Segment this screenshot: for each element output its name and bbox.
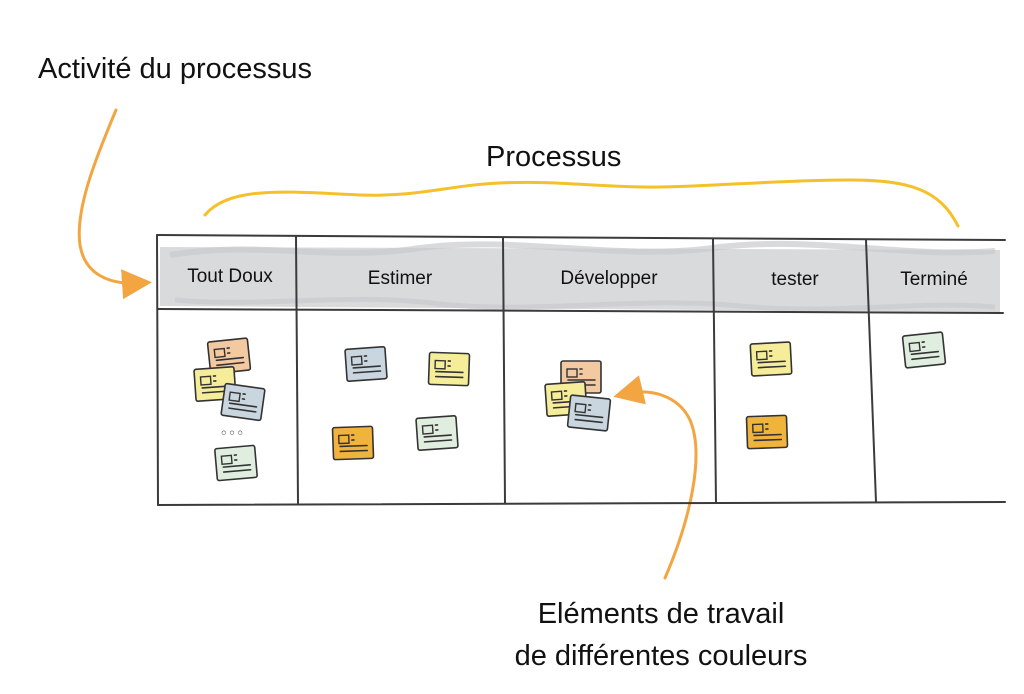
header-band: [160, 247, 1000, 312]
work-item-card-icon-1-1: [427, 351, 471, 387]
column-title-estimate: Estimer: [368, 268, 433, 289]
process-label: Processus: [486, 141, 622, 173]
work-item-card-icon-1-2: [331, 425, 375, 461]
cards-layer: [193, 331, 947, 482]
column-title-develop: Développer: [560, 268, 658, 289]
activity-arrow-icon: [77, 108, 152, 300]
work-items-label: Eléments de travail de différentes coule…: [470, 593, 852, 677]
work-item-card-icon-3-0: [749, 341, 793, 377]
work-item-card-icon-0-2: [220, 382, 266, 422]
work-item-card-icon-1-0: [344, 345, 388, 383]
work-item-card-icon-0-3: [214, 444, 258, 482]
column-title-todo: Tout Doux: [187, 266, 273, 287]
work-items-arrow-icon: [613, 375, 698, 580]
work-item-card-icon-4-0: [901, 331, 947, 369]
process-brace-icon: [203, 178, 960, 228]
work-items-label-line2: de différentes couleurs: [514, 640, 808, 672]
work-item-card-icon-1-3: [415, 414, 459, 452]
activity-label: Activité du processus: [38, 53, 313, 85]
column-title-done: Terminé: [900, 269, 968, 290]
ellipsis-icon: ◦◦◦: [220, 426, 245, 442]
column-title-test: tester: [771, 269, 819, 290]
work-item-card-icon-3-1: [745, 414, 789, 450]
board-frame: [156, 234, 1006, 506]
work-item-card-icon-2-2: [566, 394, 612, 432]
work-items-label-line1: Eléments de travail: [537, 598, 785, 630]
